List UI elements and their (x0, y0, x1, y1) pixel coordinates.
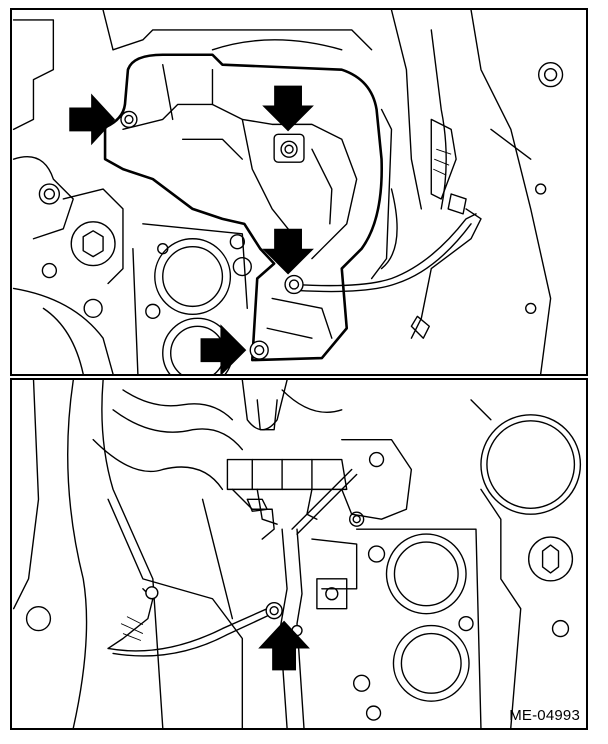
arrow-icon (262, 85, 314, 132)
arrow-icon (262, 228, 314, 275)
bolt-icon (265, 602, 283, 620)
bolt-icon (249, 340, 269, 360)
top-panel (10, 8, 588, 376)
bolt-icon (273, 133, 305, 163)
arrow-icon (200, 324, 247, 374)
bottom-panel: ME-04993 (10, 378, 588, 730)
bolt-icon (284, 274, 304, 295)
arrow-icon (69, 93, 116, 146)
top-panel-drawing (12, 10, 564, 374)
figure-reference-code: ME-04993 (509, 707, 580, 724)
bottom-panel-drawing (12, 380, 582, 728)
arrow-icon (258, 620, 310, 671)
bolt-icon (120, 110, 138, 129)
